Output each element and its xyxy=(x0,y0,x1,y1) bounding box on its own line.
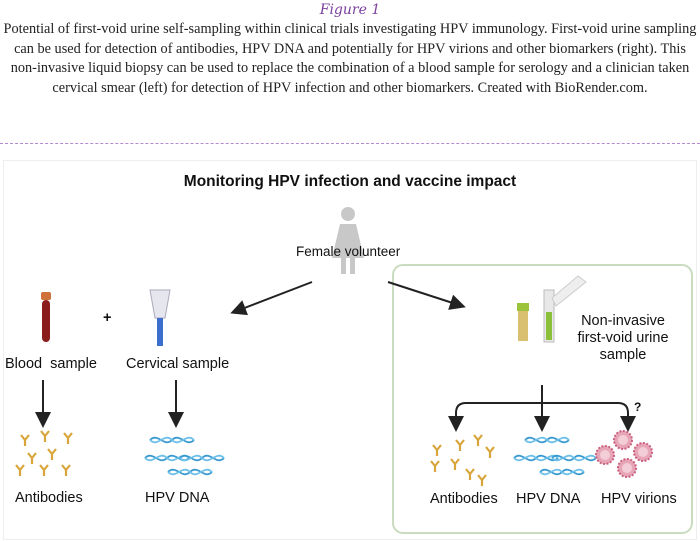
urine-label-line: sample xyxy=(599,347,647,363)
blood-tube-icon xyxy=(41,292,51,342)
antibodies-label-left: Antibodies xyxy=(15,490,83,506)
arrow-urine-antibodies xyxy=(448,402,542,432)
question-mark: ? xyxy=(634,400,642,414)
arrow-right xyxy=(387,281,466,310)
hpv-virions-label: HPV virions xyxy=(601,491,677,507)
figure-panel xyxy=(3,160,697,540)
blood-sample-label: Blood sample xyxy=(5,356,97,372)
cervical-brush-icon xyxy=(149,289,171,346)
arrow-left xyxy=(230,281,313,316)
urine-tubes-icon xyxy=(517,275,587,343)
panel-title: Monitoring HPV infection and vaccine imp… xyxy=(183,173,517,190)
arrow-urine-virions xyxy=(542,402,636,432)
figure-label: Figure 1 xyxy=(319,2,381,18)
antibodies-icon-right xyxy=(429,433,496,488)
antibodies-label-right: Antibodies xyxy=(430,491,498,507)
figure-caption: Potential of first-void urine self-sampl… xyxy=(3,21,697,96)
dna-icon-left xyxy=(144,436,225,476)
hpv-dna-label-left: HPV DNA xyxy=(145,490,210,506)
urine-sample-label: Non-invasive first-void urine sample xyxy=(568,313,678,364)
cervical-sample-label: Cervical sample xyxy=(126,356,230,372)
female-volunteer-icon xyxy=(332,207,364,274)
antibodies-icon-left xyxy=(14,429,74,478)
plus-sign: + xyxy=(103,310,112,326)
urine-box xyxy=(392,264,693,534)
urine-label-line: Non-invasive xyxy=(581,313,665,329)
divider xyxy=(0,143,700,144)
dna-icon-right xyxy=(513,436,597,476)
volunteer-label: Female volunteer xyxy=(296,244,401,259)
hpv-dna-label-right: HPV DNA xyxy=(516,491,581,507)
urine-label-line: first-void urine xyxy=(577,330,669,346)
virions-icon-right xyxy=(595,430,653,478)
